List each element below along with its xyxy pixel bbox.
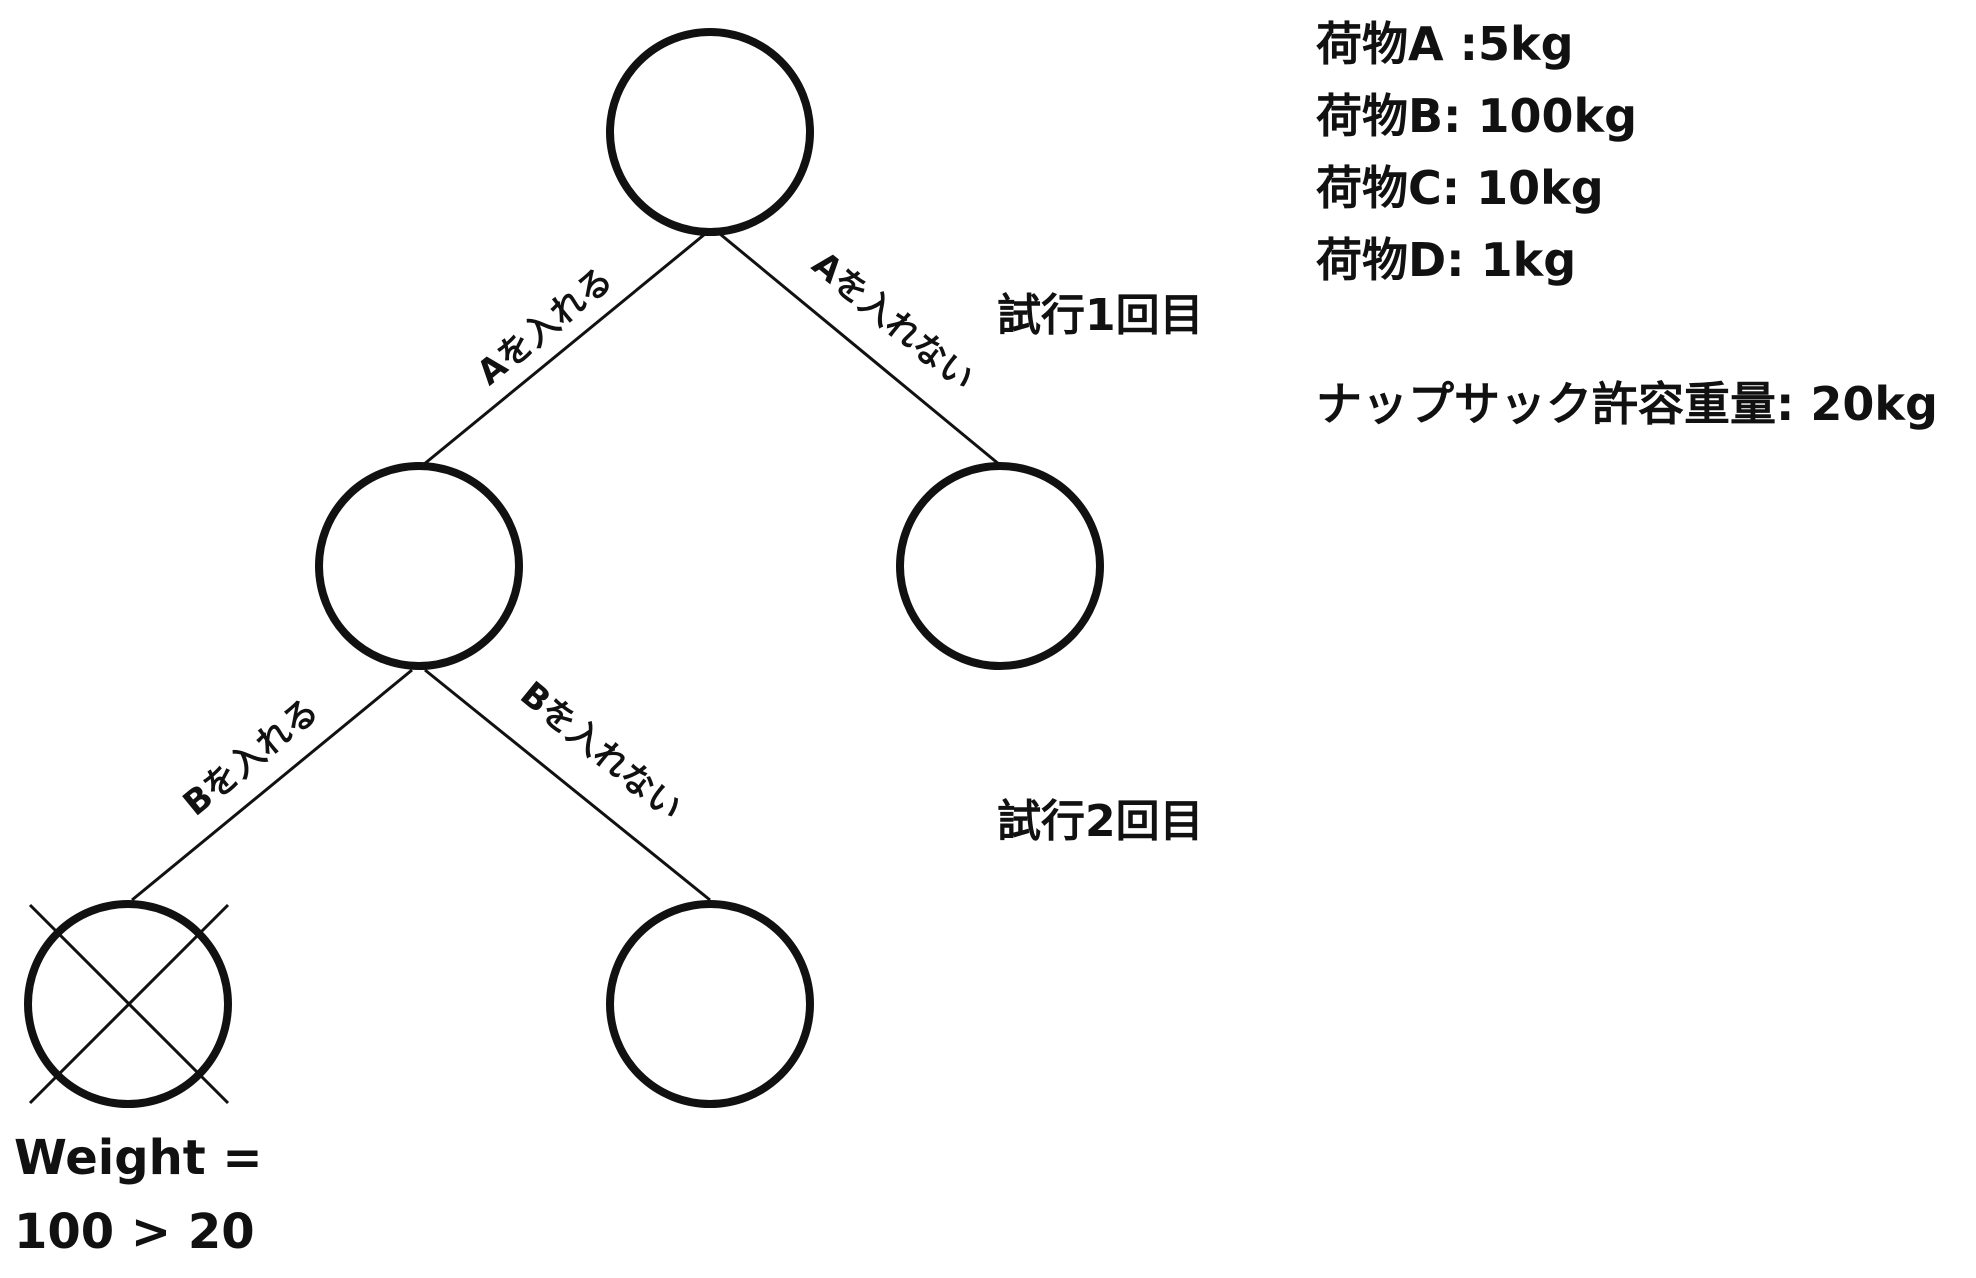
item-c-weight: 荷物C: 10kg bbox=[1316, 161, 1604, 215]
knapsack-capacity: ナップサック許容重量: 20kg bbox=[1316, 377, 1938, 431]
trial-label-second: 試行2回目 bbox=[997, 796, 1204, 847]
node-with-a bbox=[315, 462, 523, 670]
edge-put-a bbox=[422, 232, 706, 467]
root-node bbox=[606, 28, 814, 236]
rejected-weight-line-1: Weight = bbox=[14, 1130, 263, 1186]
edge-skip-b bbox=[424, 668, 711, 902]
node-without-a bbox=[896, 462, 1104, 670]
edge-label-put-a: Aを入れる bbox=[470, 260, 621, 394]
item-d-weight: 荷物D: 1kg bbox=[1316, 233, 1576, 287]
item-a-weight: 荷物A :5kg bbox=[1316, 17, 1574, 71]
edge-skip-a bbox=[719, 232, 1001, 467]
edge-put-b bbox=[131, 668, 413, 902]
edge-label-skip-b: Bを入れない bbox=[512, 674, 689, 829]
item-b-weight: 荷物B: 100kg bbox=[1316, 89, 1637, 143]
trial-label-first: 試行1回目 bbox=[997, 290, 1204, 341]
rejected-weight-line-2: 100 > 20 bbox=[14, 1204, 255, 1260]
reject-cross-line-2 bbox=[28, 903, 230, 1105]
node-without-b bbox=[606, 900, 814, 1108]
